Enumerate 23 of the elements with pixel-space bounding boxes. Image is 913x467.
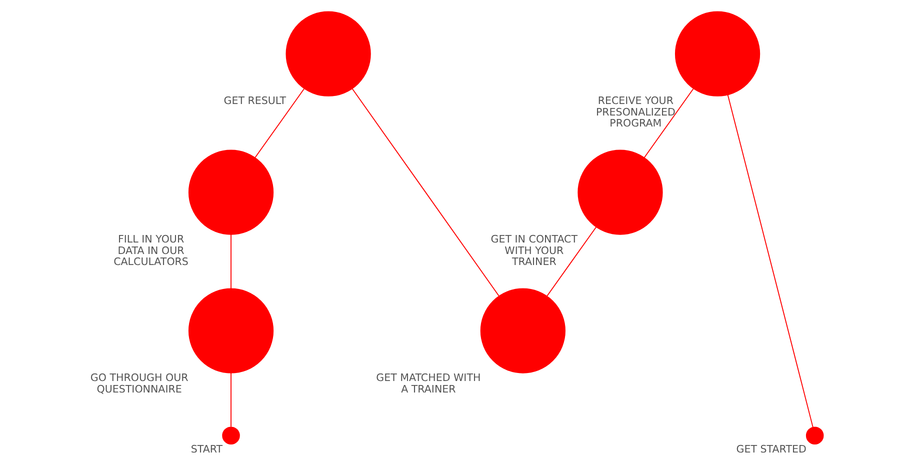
node-circle (578, 150, 663, 235)
node-circle (222, 426, 240, 444)
node-circle (188, 150, 274, 235)
connector (546, 226, 597, 297)
node-circle (286, 11, 371, 96)
node-label: FILL IN YOUR DATA IN OUR CALCULATORS (114, 234, 188, 268)
node-label: RECEIVE YOUR PRESONALIZED PROGRAM (596, 95, 676, 130)
node-circle (806, 426, 824, 444)
node-label: GET RESULT (224, 95, 286, 108)
node-circle (480, 288, 566, 374)
node-label: GO THROUGH OUR QUESTIONNAIRE (90, 372, 188, 396)
node-label: START (190, 443, 223, 456)
connector (727, 94, 814, 428)
node-label: GET IN CONTACT WITH YOUR TRAINER (490, 234, 578, 268)
node-label: GET STARTED (736, 443, 806, 456)
connector (254, 88, 305, 158)
node-circle (674, 11, 760, 96)
connector (644, 88, 694, 158)
connector (230, 372, 232, 428)
node-circle (188, 288, 274, 374)
node-label: GET MATCHED WITH A TRAINER (376, 372, 481, 396)
connector (230, 234, 232, 289)
connector (352, 88, 500, 296)
